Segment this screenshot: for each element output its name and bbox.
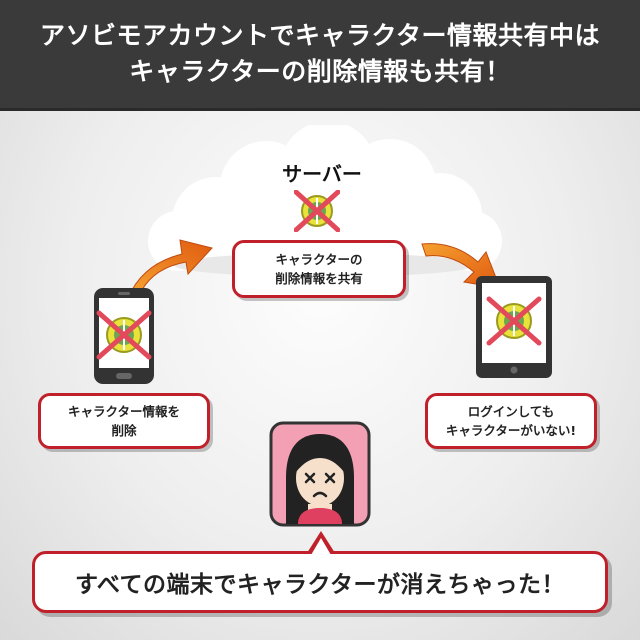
box-none-line2: キャラクターがいない! [445,423,577,438]
header-title-line2: キャラクターの削除情報も共有！ [129,57,511,86]
header-banner: アソビモアカウントでキャラクター情報共有中は キャラクターの削除情報も共有！ [0,0,640,111]
header-title-line1: アソビモアカウントでキャラクター情報共有中は [39,21,600,50]
delete-character-label-box: キャラクター情報を 削除 [38,393,210,449]
no-character-label-box: ログインしても キャラクターがいない! [425,393,597,449]
box-delete-line2: 削除 [111,423,137,438]
box-share-line2: 削除情報を共有 [275,271,363,286]
box-none-line1: ログインしても [467,404,555,419]
box-delete-line1: キャラクター情報を [67,404,180,419]
server-label: サーバー [282,162,362,186]
crossed-character-icon [486,296,542,346]
sad-user-icon [269,421,371,527]
speech-bubble: すべての端末でキャラクターが消えちゃった！ [32,551,608,613]
speech-bubble-tail-fill [311,538,331,555]
box-share-line1: キャラクターの [275,252,363,267]
crossed-character-icon [294,190,340,232]
sync-arrow-left-icon [131,239,213,291]
speech-bubble-text: すべての端末でキャラクターが消えちゃった！ [74,572,566,598]
crossed-character-icon [96,310,152,360]
deletion-share-label-box: キャラクターの 削除情報を共有 [232,240,406,298]
